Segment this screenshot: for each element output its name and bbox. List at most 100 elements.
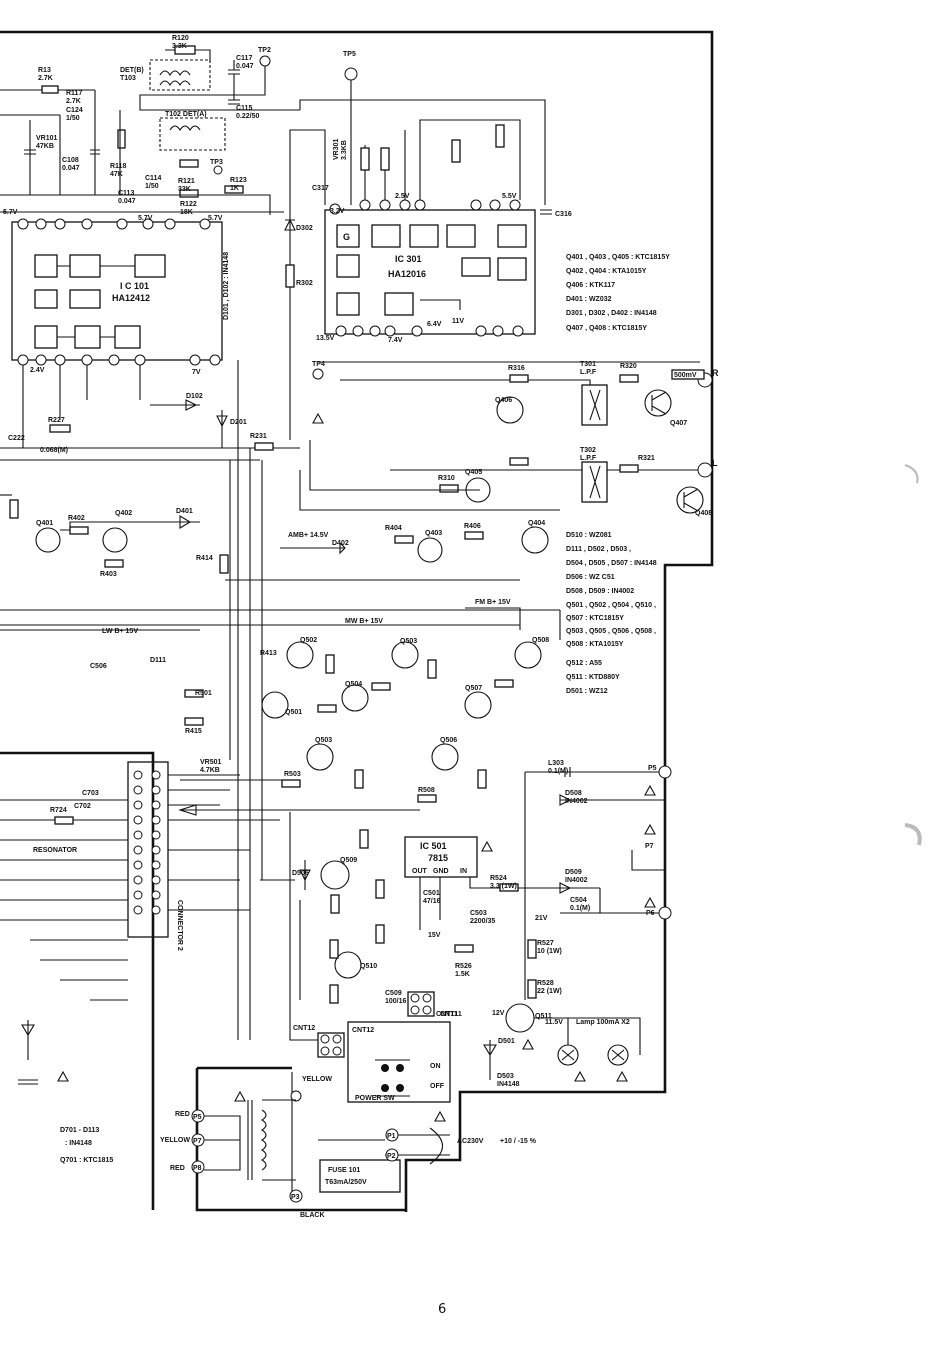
- q506-label: Q506: [440, 737, 457, 744]
- pw-note-4: D508 , D509 : IN4002: [566, 588, 634, 595]
- amb-label: AMB+ 14.5V: [288, 532, 329, 539]
- v74-ic301-label: 7.4V: [388, 337, 403, 344]
- yellow-wire-label: YELLOW: [302, 1076, 332, 1083]
- p8-label: P8: [193, 1165, 202, 1172]
- lamp-label: Lamp 100mA X2: [576, 1019, 630, 1026]
- v115-label: 11.5V: [545, 1019, 563, 1026]
- jack-p6-right[interactable]: [658, 906, 672, 920]
- tr-note-0: Q401 , Q403 , Q405 : KTC1815Y: [566, 254, 670, 261]
- cnt12-inner-label: CNT12: [352, 1027, 374, 1034]
- warning-icon: [644, 784, 656, 796]
- pw-note-3: D506 : WZ C51: [566, 574, 615, 581]
- black-wire-label: BLACK: [300, 1212, 325, 1219]
- ic501-pin-out: OUT: [412, 868, 428, 875]
- c317-label: C317: [312, 185, 329, 192]
- v24-ic101-label: 2.4V: [30, 367, 45, 374]
- tp3-label: TP3: [210, 159, 223, 166]
- tp2-label: TP2: [258, 47, 271, 54]
- mains-voltage: AC230V: [457, 1138, 484, 1145]
- ic301-pins-bottom: [335, 325, 524, 337]
- d506-label: D506: [292, 870, 309, 877]
- tp2-test-point[interactable]: [259, 55, 271, 67]
- tr-note-4: D301 , D302 , D402 : IN4148: [566, 310, 657, 317]
- vr301-label: VR3013.3KB: [333, 138, 348, 160]
- resonator-label: RESONATOR: [33, 847, 77, 854]
- output-l-jack[interactable]: [697, 462, 713, 478]
- ic501-pin-gnd: GND: [433, 868, 449, 875]
- connector2-section: CONNECTOR 2 R724 RESONATOR C702 C703 D70…: [0, 761, 280, 1164]
- r316-label: R316: [508, 365, 525, 372]
- jack-p5-right[interactable]: [658, 765, 672, 779]
- red-wire-label: RED: [175, 1111, 190, 1118]
- q501-label: Q501: [285, 709, 302, 716]
- ic501-ref: IC 501: [420, 841, 447, 851]
- warning-icon: [574, 1070, 586, 1082]
- lw-b-label: LW B+ 15V: [102, 628, 138, 635]
- warning-icon: [434, 1110, 446, 1122]
- page-number: 6: [438, 1302, 446, 1317]
- r508-label: R508: [418, 787, 435, 794]
- power-sw-off: OFF: [430, 1083, 445, 1090]
- mains-tolerance: +10 / -15 %: [500, 1138, 537, 1145]
- q402-label: Q402: [115, 510, 132, 517]
- ic501-part: 7815: [428, 853, 448, 863]
- v25-ic301-label: 2.5V: [395, 193, 410, 200]
- warning-icon: [57, 1070, 69, 1082]
- d402-label: D402: [332, 540, 349, 547]
- ic301-g-block: G: [343, 232, 350, 242]
- q504-label: Q504: [345, 681, 362, 688]
- v64-ic301-label: 6.4V: [427, 321, 442, 328]
- tp3-test-point[interactable]: [213, 165, 223, 175]
- mains-transformer-section: YELLOW RED YELLOW RED P5 P7 P8 P3 BLACK …: [160, 1072, 537, 1219]
- c702-label: C702: [74, 803, 91, 810]
- t102-label: T102 DET(A): [165, 111, 207, 118]
- v12-label: 12V: [492, 1010, 505, 1017]
- p7-right-label: P7: [645, 843, 654, 850]
- ic101-pins-top: [17, 218, 211, 230]
- tr-note-3: D401 : WZ032: [566, 296, 612, 303]
- d401-label: D401: [176, 508, 193, 515]
- power-sw-label: POWER SW: [355, 1095, 395, 1102]
- tp5-test-point[interactable]: [344, 67, 358, 81]
- r402-label: R402: [68, 515, 85, 522]
- tp5-label: TP5: [343, 51, 356, 58]
- warning-icon: [616, 1070, 628, 1082]
- warning-icon: [481, 840, 493, 852]
- power-sw-on: ON: [430, 1063, 441, 1070]
- scan-mark: [904, 464, 919, 484]
- q511-label: Q511: [535, 1013, 552, 1020]
- connector2-label: CONNECTOR 2: [176, 900, 183, 951]
- cnt12-left-label: CNT12: [293, 1025, 315, 1032]
- q406-label: Q406: [495, 397, 512, 404]
- tr-note-5: Q407 , Q408 : KTC1815Y: [566, 325, 647, 332]
- mw-b-label: MW B+ 15V: [345, 618, 383, 625]
- ic301-part: HA12016: [388, 269, 426, 279]
- warning-symbols: [57, 412, 656, 1122]
- power-note-block: D510 : WZ081 D111 , D502 , D503 , D504 ,…: [566, 532, 657, 695]
- r724-label: R724: [50, 807, 67, 814]
- d101-d102-note: D101 , D102 : IN4148: [223, 252, 230, 320]
- pw-note-6: Q507 : KTC1815Y: [566, 615, 624, 622]
- d102-label: D102: [186, 393, 203, 400]
- q401-label: Q401: [36, 520, 53, 527]
- interconnect-wires: [225, 360, 561, 1041]
- v55-ic301-label: 5.5V: [502, 193, 517, 200]
- v11-ic301-label: 11V: [452, 318, 464, 325]
- tp4-test-point[interactable]: [312, 368, 324, 380]
- pw-note-2: D504 , D505 , D507 : IN4148: [566, 560, 657, 567]
- pw-note-5: Q501 , Q502 , Q504 , Q510 ,: [566, 602, 656, 609]
- d501-label: D501: [498, 1038, 515, 1045]
- pw-note-1: D111 , D502 , D503 ,: [566, 546, 631, 553]
